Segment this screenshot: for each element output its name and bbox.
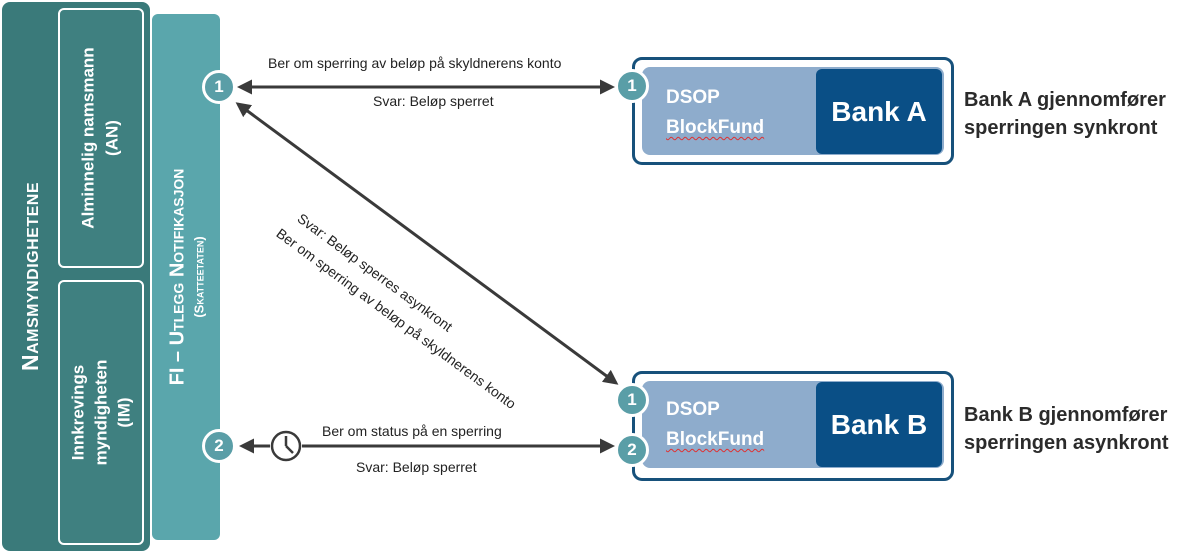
bank-b-step-1-badge: 1 <box>615 383 649 417</box>
bank-b-dsop-label: DSOP BlockFund <box>666 395 764 455</box>
bank-a-dsop-label: DSOP BlockFund <box>666 83 764 143</box>
arrow-a-request-label: Ber om sperring av beløp på skyldnerens … <box>268 55 562 71</box>
bank-a-note-line1: Bank A gjennomfører <box>964 89 1166 111</box>
fi-step-2-badge: 2 <box>202 429 236 463</box>
bank-b-name: Bank B <box>816 382 942 467</box>
an-box <box>58 8 144 268</box>
fi-step-1-badge: 1 <box>202 70 236 104</box>
arrow-status-request-label: Ber om status på en sperring <box>322 423 502 439</box>
arrow-status-response-label: Svar: Beløp sperret <box>356 459 477 475</box>
bank-b-dsop-line2: BlockFund <box>666 429 765 450</box>
bank-b-step-2-badge: 2 <box>615 433 649 467</box>
bank-a-dsop-line2: BlockFund <box>666 117 765 138</box>
bank-a-note: Bank A gjennomfører sperringen synkront <box>964 86 1166 142</box>
bank-a-dsop-line1: DSOP <box>666 87 720 108</box>
bank-a-note-line2: sperringen synkront <box>964 117 1158 139</box>
arrow-a-response-label: Svar: Beløp sperret <box>373 93 494 109</box>
bank-b-dsop-line1: DSOP <box>666 399 720 420</box>
clock-icon <box>270 430 302 462</box>
bank-b-note: Bank B gjennomfører sperringen asynkront <box>964 401 1169 457</box>
bank-b-note-line2: sperringen asynkront <box>964 432 1169 454</box>
bank-b-note-line1: Bank B gjennomfører <box>964 404 1168 426</box>
bank-a-step-1-badge: 1 <box>615 69 649 103</box>
bank-a-name: Bank A <box>816 69 942 154</box>
im-box <box>58 280 144 545</box>
arrow-bank-b <box>235 102 619 385</box>
